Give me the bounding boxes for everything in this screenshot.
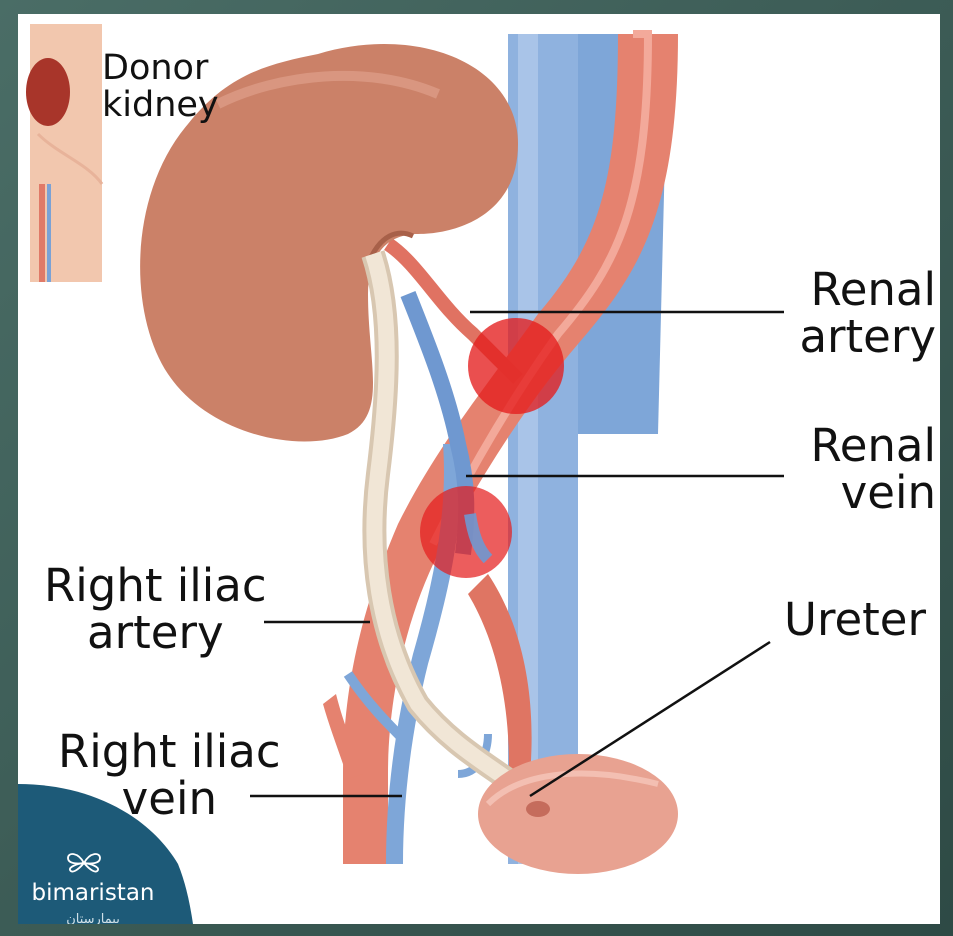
brand-name: bimaristan <box>18 880 168 906</box>
right-iliac-vein-label: Right iliac vein <box>58 728 281 823</box>
renal-artery-anastomosis-highlight <box>468 318 564 414</box>
illustration-canvas: Donor kidney Renal artery Renal vein Ure… <box>18 14 940 924</box>
donor-inset-icon <box>26 24 102 282</box>
donor-kidney-label: Donor kidney <box>102 50 219 124</box>
renal-artery-label: Renal artery <box>799 266 936 361</box>
bladder-shape <box>478 754 678 874</box>
butterfly-logo-icon <box>64 850 104 876</box>
right-iliac-artery-label: Right iliac artery <box>44 562 267 657</box>
brand-name-arabic: بيمارستان <box>28 912 158 924</box>
renal-vein-label: Renal vein <box>810 422 936 517</box>
ureter-label: Ureter <box>784 596 926 643</box>
renal-vein-anastomosis-highlight <box>420 486 512 578</box>
